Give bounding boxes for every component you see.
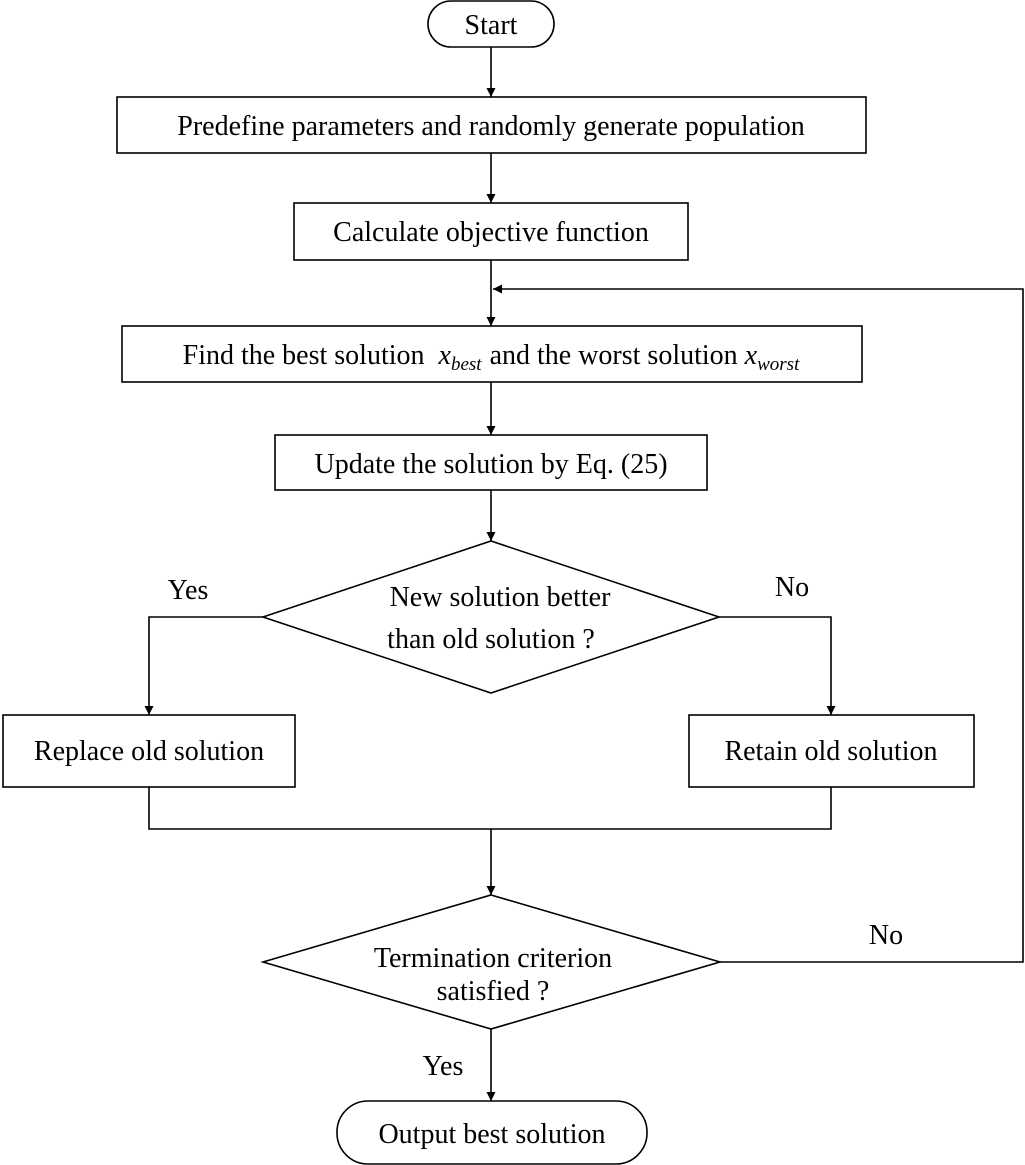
decision2-yes-label: Yes xyxy=(423,1051,464,1082)
find-sub-best: best xyxy=(451,354,482,375)
decision2-no-label: No xyxy=(869,920,903,951)
decision1-yes-label: Yes xyxy=(168,575,209,606)
retain-process-label: Retain old solution xyxy=(724,736,937,767)
find-label-part2: and the worst solution xyxy=(490,340,738,371)
replace-process-box xyxy=(2,714,296,788)
decision1-label-line1: New solution better xyxy=(390,582,612,613)
connector-decision1-no xyxy=(719,616,836,715)
decision2-label-line1: Termination criterion xyxy=(374,943,612,974)
replace-process-label: Replace old solution xyxy=(34,736,264,767)
decision2-label-line2: satisfied ? xyxy=(437,976,550,1007)
update-process-box xyxy=(274,434,708,491)
find-var-worst: x xyxy=(744,340,758,371)
objective-process-label: Calculate objective function xyxy=(333,217,649,248)
find-var-best: x xyxy=(438,340,452,371)
update-process-label: Update the solution by Eq. (25) xyxy=(314,449,667,480)
init-process-label: Predefine parameters and randomly genera… xyxy=(177,111,804,142)
output-label: Output best solution xyxy=(378,1119,605,1150)
find-label-part1: Find the best solution xyxy=(183,340,425,371)
decision1-label-line2: than old solution ? xyxy=(387,624,595,655)
decision1-no-label: No xyxy=(775,572,809,603)
retain-process-box xyxy=(688,714,975,788)
output-terminal xyxy=(336,1100,648,1165)
start-label: Start xyxy=(465,10,518,41)
find-sub-worst: worst xyxy=(757,354,800,375)
init-process-box xyxy=(116,96,867,154)
find-process-box xyxy=(121,325,863,383)
connector-decision1-yes xyxy=(144,616,263,715)
decision1-diamond xyxy=(260,540,722,694)
connector-merge xyxy=(148,787,832,830)
connector-decision2-no-loop xyxy=(493,284,1024,963)
